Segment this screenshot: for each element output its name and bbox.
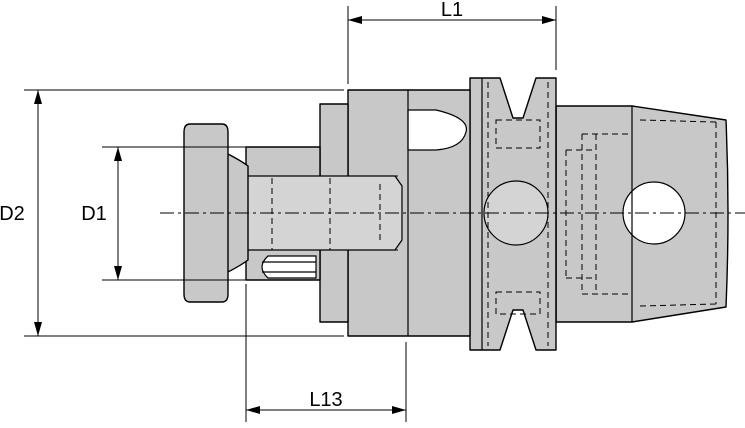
dimension-d1: D1	[81, 146, 246, 281]
dimension-l1: L1	[347, 0, 557, 84]
l13-label: L13	[309, 389, 342, 411]
dimension-l13: L13	[245, 284, 407, 422]
tool-holder-body	[183, 77, 729, 351]
l1-label: L1	[441, 0, 463, 21]
slot-rod	[261, 255, 317, 279]
dimension-d2: D2	[0, 89, 344, 337]
hidden-lines	[262, 82, 717, 346]
d2-label: D2	[0, 203, 25, 225]
d1-label: D1	[81, 203, 107, 225]
key-slot	[407, 109, 468, 151]
